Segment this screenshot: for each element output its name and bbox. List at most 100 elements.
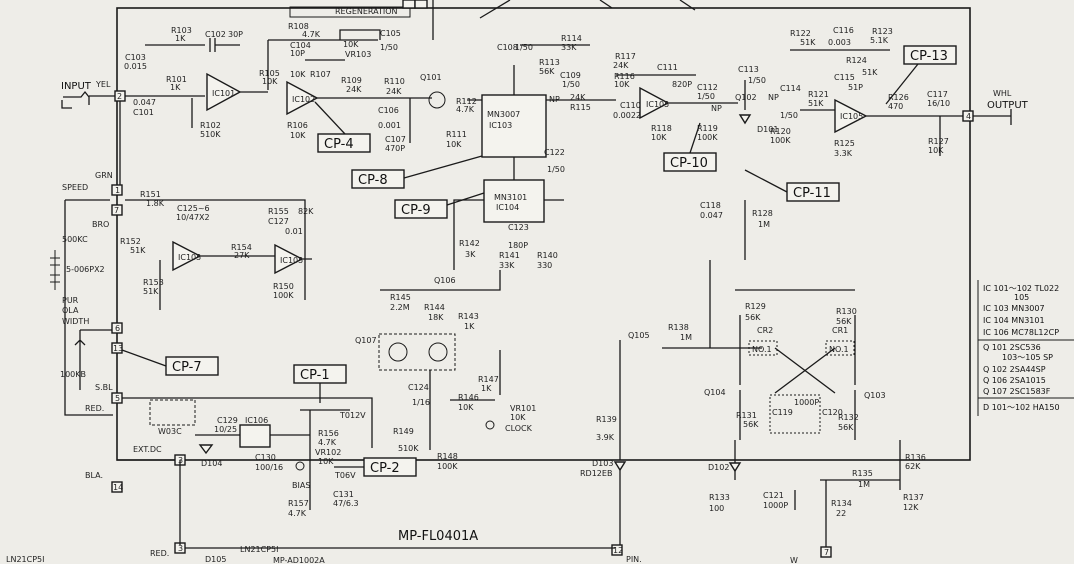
- label-transistors-3: Q104: [704, 388, 726, 397]
- label-components-r157v: 4.7K: [288, 509, 307, 518]
- label-components-r156: R156: [318, 429, 339, 438]
- label-components-c101: C101: [133, 108, 154, 117]
- cp-10-label: CP-10: [670, 156, 708, 171]
- label-components-r115v: 24K: [570, 93, 586, 102]
- label-components-r103v: 1K: [175, 34, 186, 43]
- label-components-r106v: 10K: [290, 131, 306, 140]
- label-legend-10: D 101～102 HA150: [983, 403, 1060, 412]
- pin-6: [111, 322, 123, 334]
- label-components-r153: R153: [143, 278, 164, 287]
- label-components-r105v: 10K: [262, 77, 278, 86]
- ic101-stage: R103 1K C102 30P C103 0.015 R101 1K 0.04…: [124, 26, 268, 139]
- label-components-r107v: 10K: [290, 70, 306, 79]
- label-ics-ic104: IC104: [496, 203, 519, 212]
- label-components-c125: C125~6: [177, 204, 210, 213]
- label-components-w03c: W03C: [158, 427, 182, 436]
- label-components-c103v: 0.015: [124, 62, 147, 71]
- pin-1: [111, 184, 123, 196]
- label-transistors-6: Q107: [355, 336, 377, 345]
- label-components-r147: R147: [478, 375, 499, 384]
- label-components-c106: C106: [378, 106, 399, 115]
- label-components-r108v: 4.7K: [302, 30, 321, 39]
- cp-11-label: CP-11: [793, 186, 831, 201]
- label-components-r156v: 4.7K: [318, 438, 337, 447]
- label-pins-6: 7: [824, 548, 829, 557]
- label-components-r106: R106: [287, 121, 308, 130]
- label-components-r145v: 2.2M: [390, 303, 410, 312]
- label-components-r133: R133: [709, 493, 730, 502]
- label-components-r105: R105: [259, 69, 280, 78]
- ic102-stage: R108 4.7K C104 10P 10K VR103 C105 1/50 1…: [259, 22, 401, 140]
- label-components-c112: C112: [697, 83, 718, 92]
- label-components-vr103: VR103: [345, 50, 371, 59]
- label-components-no1: NO.1: [829, 345, 849, 354]
- label-components-c105: C105: [380, 29, 401, 38]
- label-components-d104: D104: [201, 459, 222, 468]
- label-pins-9: 12: [613, 546, 623, 555]
- label-components-r107: R107: [310, 70, 331, 79]
- label-ics-ic104_name: MN3101: [494, 193, 527, 202]
- label-pins-4: 5: [115, 394, 120, 403]
- label-components-r155v: 82K: [298, 207, 314, 216]
- label-io-pur: PUR: [62, 296, 79, 305]
- label-components-r124v: 51K: [862, 68, 878, 77]
- cp-4-label: CP-4: [324, 137, 354, 152]
- label-components-r122: R122: [790, 29, 811, 38]
- label-components-c112v: 1/50: [697, 92, 715, 101]
- label-components-r113: R113: [539, 58, 560, 67]
- label-components-c110: C110: [620, 101, 641, 110]
- input-label: INPUT: [61, 81, 92, 92]
- pin-12: [611, 544, 623, 556]
- label-io-pin: PIN.: [626, 555, 642, 564]
- label-components-r117v: 24K: [613, 61, 629, 70]
- label-components-r125: R125: [834, 139, 855, 148]
- label-components-r140: R140: [537, 251, 558, 260]
- label-components-r134v: 22: [836, 509, 846, 518]
- regeneration-section: REGENERATION: [289, 0, 696, 40]
- label-io-output: OUTPUT: [987, 100, 1029, 111]
- label-legend-9: Q 107 2SC1583F: [983, 387, 1051, 396]
- label-ics-ic103_name: MN3007: [487, 110, 520, 119]
- label-components-cr1: CR1: [832, 326, 848, 335]
- label-components-c123v: 180P: [508, 241, 528, 250]
- label-components-c116: C116: [833, 26, 854, 35]
- label-components-c131v: 47/6.3: [333, 499, 359, 508]
- label-components-r101: R101: [166, 75, 187, 84]
- input-section: INPUT YEL 2: [61, 80, 205, 188]
- label-components-r112: R112: [456, 97, 477, 106]
- output-filter: R117 24K C111 820P R116 10K C110 0.0022 …: [613, 52, 801, 145]
- label-components-c100p: 1000P: [794, 398, 819, 407]
- label-components-c124v: 1/16: [412, 398, 430, 407]
- label-legend-1: 105: [1014, 293, 1029, 302]
- label-components-r138v: 1M: [680, 333, 692, 342]
- label-components-r128v: 1M: [758, 220, 770, 229]
- label-components-c107v: 470P: [385, 144, 405, 153]
- label-legend-2: IC 103 MN3007: [983, 304, 1045, 313]
- label-pins-2: 3: [178, 544, 183, 553]
- label-components-r152: R152: [120, 237, 141, 246]
- checkpoints: CP-13 CP-4 CP-8 CP-9 CP-10 CP-11 CP-7 CP…: [121, 45, 957, 477]
- label-components-bias: BIAS: [292, 481, 310, 490]
- label-components-c122: C122: [544, 148, 565, 157]
- label-legend-3: IC 104 MN3101: [983, 316, 1045, 325]
- label-components-r146: R146: [458, 393, 479, 402]
- label-io-grn: GRN: [95, 171, 113, 180]
- label-components-r149v: 510K: [398, 444, 419, 453]
- pin-14: [111, 481, 123, 493]
- label-components-c117v: 16/10: [927, 99, 950, 108]
- label-components-c103: C103: [125, 53, 146, 62]
- label-components-c122v: 1/50: [547, 165, 565, 174]
- label-components-np: NP: [768, 93, 779, 102]
- label-ics-ic105: IC105: [280, 256, 303, 265]
- label-components-r154: R154: [231, 243, 252, 252]
- label-components-r142: R142: [459, 239, 480, 248]
- label-pins-6: 7: [114, 206, 119, 215]
- output-stage: R122 51K C116 0.003 R123 5.1K R124 51K C…: [790, 26, 1029, 158]
- label-components-r130v: 56K: [836, 317, 852, 326]
- label-legend-6: 103～105 SP: [1002, 353, 1053, 362]
- diode-d104: [198, 444, 214, 455]
- label-components-r145: R145: [390, 293, 411, 302]
- label-components-r123: R123: [872, 27, 893, 36]
- label-components-r137v: 12K: [903, 503, 919, 512]
- label-components-vr101: VR101: [510, 404, 536, 413]
